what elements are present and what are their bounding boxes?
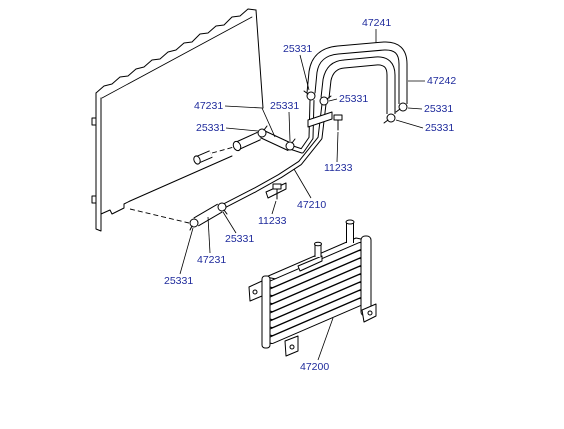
cooler-fitting-bracket	[297, 255, 323, 272]
cooler-right-tank	[360, 235, 372, 317]
part-number-callout[interactable]: 25331	[424, 103, 453, 115]
bracket-hole	[367, 310, 373, 316]
pipe-bracket-upper	[307, 111, 333, 128]
hose-clamp	[383, 113, 396, 124]
radiator-bottom-bracket	[100, 200, 131, 215]
part-number-callout[interactable]: 11233	[258, 215, 287, 227]
leader-lines	[179, 29, 425, 361]
hose-47242	[320, 56, 396, 114]
radiator-right-edge	[255, 9, 264, 109]
hose-clamp	[257, 125, 268, 138]
part-number-callout[interactable]: 47231	[194, 100, 223, 112]
cooler-fitting-top-right	[345, 219, 355, 243]
hose-clamp	[395, 102, 408, 113]
hose-47241	[306, 41, 408, 104]
cooler-left-tank	[261, 275, 271, 349]
cooler-fin	[268, 298, 364, 344]
pipe-47210-lower	[220, 103, 327, 210]
cooler-fin	[268, 266, 364, 312]
cooler-fin	[268, 258, 364, 304]
bolt-11233-upper	[333, 114, 343, 131]
radiator-outlet-stub-small	[193, 150, 213, 165]
cooler-fin	[268, 242, 364, 288]
part-number-callout[interactable]: 25331	[196, 122, 225, 134]
hose-clamp	[285, 138, 296, 151]
radiator-left-tab-lower	[91, 195, 97, 204]
hose-47231-upper	[260, 129, 292, 152]
leader-line	[225, 127, 259, 132]
cooler-fin	[268, 282, 364, 328]
radiator-outlet-stub	[232, 131, 261, 152]
cooler-fin	[268, 250, 364, 296]
part-number-callout[interactable]: 25331	[164, 275, 193, 287]
cooler-fin	[268, 290, 364, 336]
part-number-callout[interactable]: 25331	[225, 233, 254, 245]
hose-clamp	[319, 95, 332, 106]
leader-line	[328, 98, 338, 102]
radiator-top-inner-edge	[101, 16, 253, 99]
leader-line	[407, 107, 423, 110]
hidden-line	[129, 208, 190, 224]
part-number-callout[interactable]: 25331	[270, 100, 299, 112]
part-number-callout[interactable]: 47231	[197, 254, 226, 266]
bracket-hole	[289, 344, 295, 350]
callouts: 47241 25331 47242 25331 47231 25331 2533…	[164, 17, 456, 373]
hose-clamp	[303, 90, 316, 101]
cooler-fin	[268, 274, 364, 320]
leader-line	[336, 131, 339, 163]
leader-line	[224, 105, 276, 138]
leader-line	[317, 317, 334, 361]
part-number-callout[interactable]: 11233	[324, 162, 353, 174]
leader-line	[207, 216, 211, 254]
leader-line	[222, 211, 237, 234]
part-number-callout[interactable]: 47200	[300, 361, 329, 373]
radiator-left-edge	[95, 92, 102, 232]
part-number-callout[interactable]: 25331	[339, 93, 368, 105]
hose-clamp	[217, 202, 228, 215]
part-number-callout[interactable]: 47241	[362, 17, 391, 29]
bolt-11233-lower	[272, 183, 282, 200]
radiator	[91, 8, 264, 232]
radiator-bottom-edge	[129, 155, 233, 202]
oil-cooler-47200	[248, 219, 377, 357]
leader-line	[271, 200, 277, 215]
leader-line	[395, 119, 424, 129]
cooler-fitting-top-middle	[314, 241, 322, 257]
bracket-hole	[252, 289, 258, 295]
part-number-callout[interactable]: 25331	[425, 122, 454, 134]
part-number-callout[interactable]: 47242	[427, 75, 456, 87]
leader-line	[299, 54, 310, 91]
hose-clamp	[189, 218, 199, 231]
radiator-top-edge	[95, 8, 257, 94]
leader-line	[179, 227, 194, 275]
radiator-left-tab-upper	[91, 117, 97, 126]
part-number-callout[interactable]: 47210	[297, 199, 326, 211]
part-number-callout[interactable]: 25331	[283, 43, 312, 55]
hose-47231-lower	[193, 203, 223, 227]
leader-line	[288, 111, 291, 142]
hidden-line	[211, 146, 235, 154]
leader-line	[293, 168, 312, 199]
